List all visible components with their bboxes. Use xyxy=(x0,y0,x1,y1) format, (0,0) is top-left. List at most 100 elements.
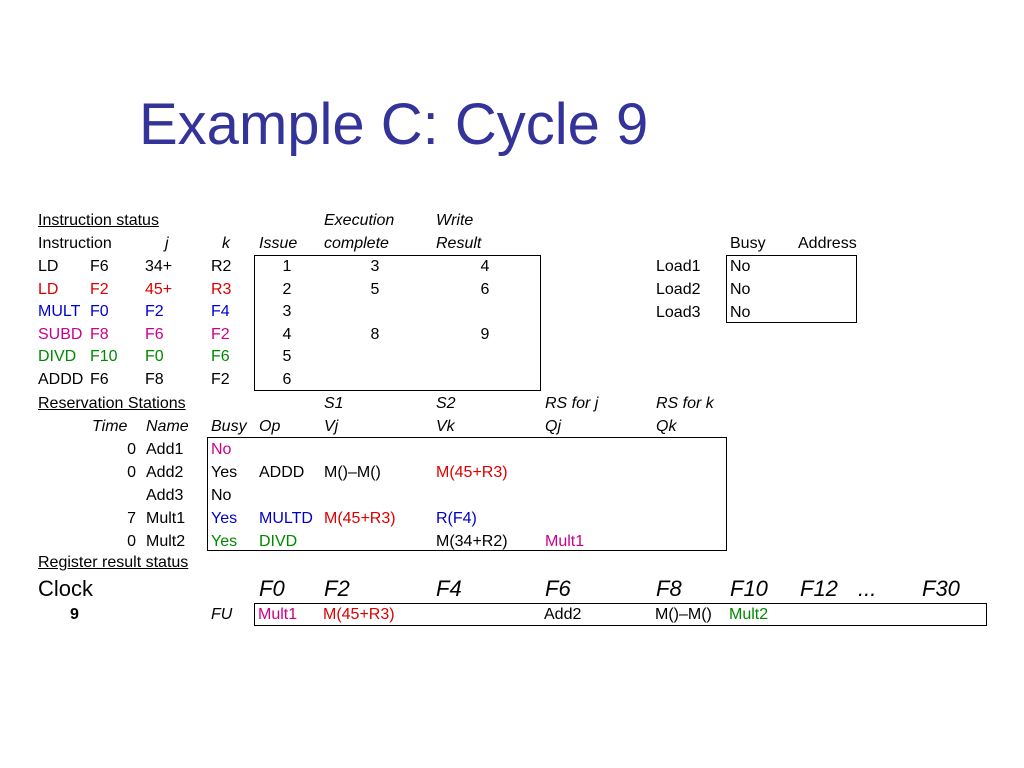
op-header: Op xyxy=(259,418,281,435)
instr-issue: 3 xyxy=(282,303,292,320)
rs-time: 0 xyxy=(127,441,136,458)
instr-dest: F2 xyxy=(90,280,109,298)
instr-j: 45+ xyxy=(145,280,173,298)
name-header: Name xyxy=(146,418,189,435)
rs-name: Add2 xyxy=(146,464,184,481)
load-buffer-name: Load1 xyxy=(656,258,701,275)
instr-write: 9 xyxy=(480,325,490,343)
s2-header: S2 xyxy=(436,395,456,412)
rs-vk: M(45+R3) xyxy=(436,464,508,481)
instr-dest: F6 xyxy=(90,258,109,275)
rs-busy: Yes xyxy=(211,510,238,527)
rs-name: Add3 xyxy=(146,487,184,504)
j-header: j xyxy=(165,235,169,252)
register-header: F6 xyxy=(545,576,571,601)
load-buffer-busy: No xyxy=(730,281,751,298)
instr-j: F0 xyxy=(145,348,164,365)
instr-j: F2 xyxy=(145,303,164,320)
instr-dest: F6 xyxy=(90,370,109,388)
register-header: F12 xyxy=(800,576,838,601)
instr-issue: 1 xyxy=(282,258,292,275)
rs-busy: No xyxy=(211,487,232,504)
register-header: F10 xyxy=(730,576,768,601)
rs-vj: M()–M() xyxy=(324,464,381,481)
fu-label: FU xyxy=(211,606,233,623)
instr-op: SUBD xyxy=(38,325,83,343)
register-header: ... xyxy=(858,576,877,601)
rsj-header: RS for j xyxy=(545,395,599,412)
register-status-label: Register result status xyxy=(38,554,189,571)
write-header-bottom: Result xyxy=(436,235,482,252)
rs-busy-header: Busy xyxy=(211,418,247,435)
rs-time: 0 xyxy=(127,533,136,550)
rs-vj: M(45+R3) xyxy=(324,510,396,527)
register-header: F8 xyxy=(656,576,682,601)
register-value: M()–M() xyxy=(655,606,712,623)
instr-dest: F8 xyxy=(90,325,109,343)
qk-header: Qk xyxy=(656,418,677,435)
instr-k: R2 xyxy=(211,258,232,275)
register-header: F4 xyxy=(436,576,462,601)
instr-op: LD xyxy=(38,280,59,298)
instr-op: MULT xyxy=(38,303,81,320)
instr-issue: 2 xyxy=(282,280,292,298)
instr-write: 6 xyxy=(480,280,490,298)
address-header: Address xyxy=(798,235,857,252)
instruction-status-label: Instruction status xyxy=(38,212,159,229)
rs-time: 0 xyxy=(127,464,136,481)
instr-j: F8 xyxy=(145,370,164,388)
rs-busy: No xyxy=(211,441,232,458)
rs-vk: M(34+R2) xyxy=(436,533,508,550)
instr-op: ADDD xyxy=(38,370,84,388)
load-buffers-box xyxy=(726,255,857,323)
exec-header-top: Execution xyxy=(324,212,395,229)
clock-label: Clock xyxy=(38,576,94,601)
instr-k: F4 xyxy=(211,303,230,320)
rs-op: ADDD xyxy=(259,464,305,481)
instr-dest: F10 xyxy=(90,348,118,365)
instr-issue: 6 xyxy=(282,370,292,388)
instr-k: R3 xyxy=(211,280,232,298)
instr-k: F2 xyxy=(211,325,230,343)
qj-header: Qj xyxy=(545,418,561,435)
instr-op: LD xyxy=(38,258,59,275)
instr-exec: 8 xyxy=(370,325,380,343)
instr-write: 4 xyxy=(480,258,490,275)
instr-issue: 4 xyxy=(282,325,292,343)
register-status-box xyxy=(254,603,987,626)
exec-header-bottom: complete xyxy=(324,235,389,252)
instr-k: F2 xyxy=(211,370,230,388)
instr-k: F6 xyxy=(211,348,230,365)
busy-header: Busy xyxy=(730,235,766,252)
instr-j: F6 xyxy=(145,325,164,343)
instr-dest: F0 xyxy=(90,303,109,320)
s1-header: S1 xyxy=(324,395,344,412)
load-buffer-name: Load3 xyxy=(656,304,701,321)
reservation-stations-label: Reservation Stations xyxy=(38,395,186,412)
time-header: Time xyxy=(92,418,128,435)
rs-time: 7 xyxy=(127,510,136,527)
vj-header: Vj xyxy=(324,418,339,435)
rs-op: DIVD xyxy=(259,533,298,550)
issue-header: Issue xyxy=(259,235,298,252)
register-header: F0 xyxy=(259,576,285,601)
k-header: k xyxy=(222,235,230,252)
load-buffer-busy: No xyxy=(730,304,751,321)
load-buffer-name: Load2 xyxy=(656,281,701,298)
register-value: Mult1 xyxy=(258,606,298,623)
instr-j: 34+ xyxy=(145,258,173,275)
rs-busy: Yes xyxy=(211,533,238,550)
instr-op: DIVD xyxy=(38,348,77,365)
rs-name: Add1 xyxy=(146,441,184,458)
register-value: M(45+R3) xyxy=(323,606,395,623)
vk-header: Vk xyxy=(436,418,455,435)
register-header: F30 xyxy=(922,576,960,601)
instruction-status-box xyxy=(254,255,541,391)
load-buffer-busy: No xyxy=(730,258,751,275)
rsk-header: RS for k xyxy=(656,395,714,412)
rs-name: Mult2 xyxy=(146,533,186,550)
write-header-top: Write xyxy=(436,212,474,229)
clock-value: 9 xyxy=(70,606,79,623)
instruction-header: Instruction xyxy=(38,235,112,252)
rs-busy: Yes xyxy=(211,464,238,481)
